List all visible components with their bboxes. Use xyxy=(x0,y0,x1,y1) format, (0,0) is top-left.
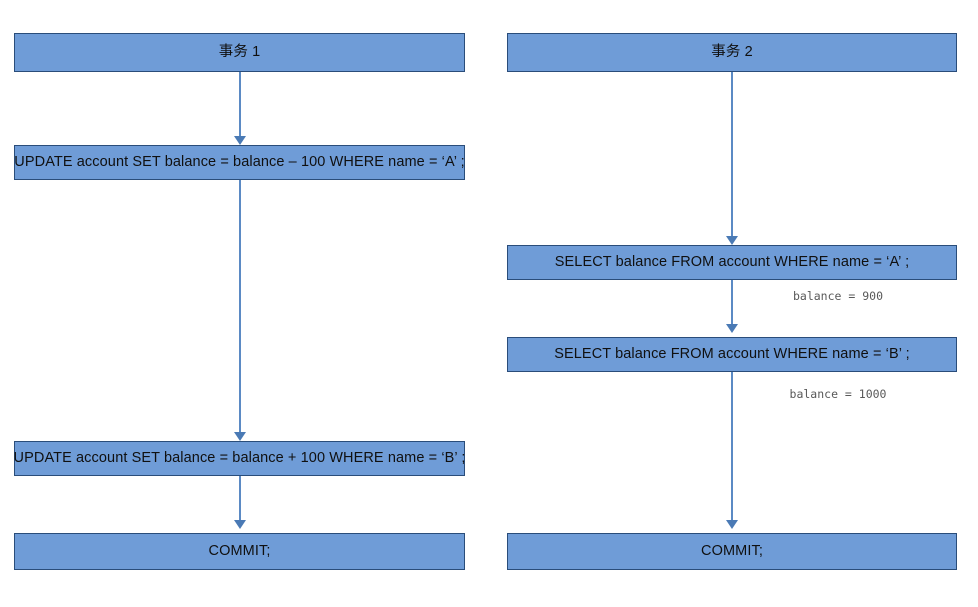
connector-t2-header-to-step1 xyxy=(731,72,733,238)
arrowhead-icon xyxy=(234,520,246,529)
annotation-balance-a: balance = 900 xyxy=(792,289,883,303)
arrowhead-icon xyxy=(726,520,738,529)
transaction-2-step-2: SELECT balance FROM account WHERE name =… xyxy=(507,337,957,372)
arrowhead-icon xyxy=(234,432,246,441)
connector-t2-step2-to-commit xyxy=(731,372,733,522)
transaction-2-step-1: SELECT balance FROM account WHERE name =… xyxy=(507,245,957,280)
annotation-balance-b: balance = 1000 xyxy=(789,387,887,401)
arrowhead-icon xyxy=(726,236,738,245)
connector-t1-step2-to-commit xyxy=(239,476,241,522)
transaction-1-step-1: UPDATE account SET balance = balance – 1… xyxy=(14,145,465,180)
transaction-1-commit: COMMIT; xyxy=(14,533,465,570)
transaction-1-step-2: UPDATE account SET balance = balance + 1… xyxy=(14,441,465,476)
connector-t2-step1-to-step2 xyxy=(731,280,733,326)
transaction-2-commit: COMMIT; xyxy=(507,533,957,570)
transaction-1-header: 事务 1 xyxy=(14,33,465,72)
arrowhead-icon xyxy=(234,136,246,145)
arrowhead-icon xyxy=(726,324,738,333)
connector-t1-step1-to-step2 xyxy=(239,180,241,434)
connector-t1-header-to-step1 xyxy=(239,72,241,138)
transaction-2-header: 事务 2 xyxy=(507,33,957,72)
